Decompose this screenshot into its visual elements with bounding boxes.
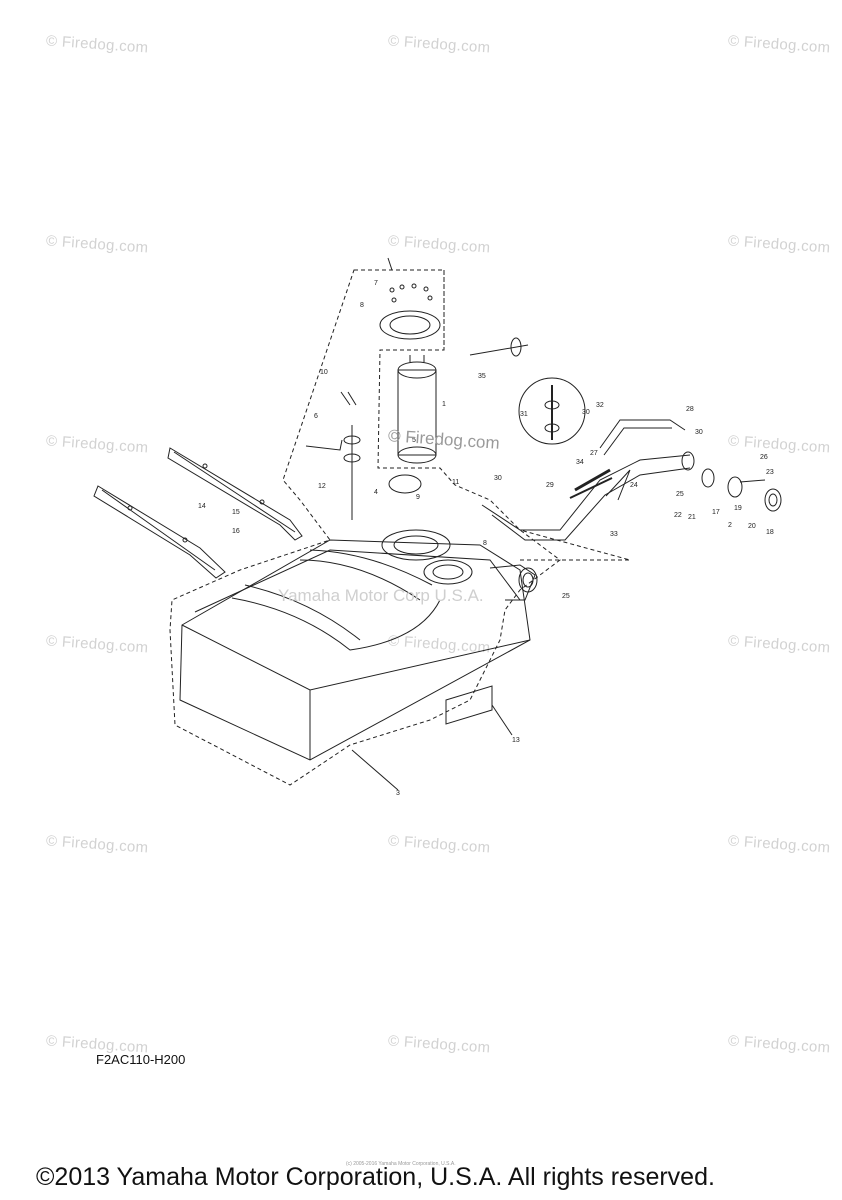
callout-number: 23 <box>766 469 774 476</box>
callout-number: 1 <box>442 401 446 408</box>
detail-circle <box>518 377 586 445</box>
callout-number: 14 <box>198 503 206 510</box>
callout-number: 16 <box>232 528 240 535</box>
callout-number: 21 <box>688 514 696 521</box>
callout-number: 24 <box>630 482 638 489</box>
fuel-tank <box>179 539 531 761</box>
callout-number: 34 <box>576 459 584 466</box>
callout-number: 10 <box>320 369 328 376</box>
callout-number: 26 <box>760 454 768 461</box>
gasket <box>388 474 422 494</box>
callout-number: 30 <box>582 409 590 416</box>
callout-number: 32 <box>596 402 604 409</box>
callout-number: 28 <box>686 406 694 413</box>
callout-number: 29 <box>546 482 554 489</box>
callout-number: 2 <box>728 522 732 529</box>
filler-hose <box>481 454 691 531</box>
callout-number: 19 <box>734 505 742 512</box>
warning-label-plate <box>445 685 493 725</box>
callout-number: 6 <box>314 413 318 420</box>
callout-number: 7 <box>374 280 378 287</box>
copyright-footer: ©2013 Yamaha Motor Corporation, U.S.A. A… <box>36 1163 715 1191</box>
callout-number: 30 <box>695 429 703 436</box>
callout-number: 22 <box>674 512 682 519</box>
retainer-ring <box>379 310 441 340</box>
callout-number: 12 <box>318 483 326 490</box>
callout-number: 8 <box>360 302 364 309</box>
assembly-outline <box>169 269 561 786</box>
callout-number: 18 <box>766 529 774 536</box>
callout-number: 25 <box>676 491 684 498</box>
callout-number: 8 <box>483 540 487 547</box>
small-print: (c) 2005-2016 Yamaha Motor Corporation, … <box>346 1161 456 1167</box>
support-rail <box>93 485 226 579</box>
callout-number: 3 <box>396 790 400 797</box>
corp-watermark: Yamaha Motor Corp U.S.A. <box>278 586 484 605</box>
callout-number: 25 <box>562 593 570 600</box>
callout-number: 31 <box>520 411 528 418</box>
diagram-code: F2AC110-H200 <box>96 1052 186 1067</box>
callout-number: 15 <box>232 509 240 516</box>
callout-number: 35 <box>478 373 486 380</box>
callout-number: 27 <box>590 450 598 457</box>
callout-number: 33 <box>610 531 618 538</box>
callout-number: 9 <box>416 494 420 501</box>
callout-number: 5 <box>412 437 416 444</box>
callout-number: 17 <box>712 509 720 516</box>
callout-labels: 7 8 1 10 6 12 4 5 14 15 16 3 13 9 11 30 … <box>198 280 774 797</box>
callout-number: 4 <box>374 489 378 496</box>
callout-number: 30 <box>494 475 502 482</box>
callout-number: 13 <box>512 737 520 744</box>
callout-number: 20 <box>748 523 756 530</box>
callout-number: 11 <box>452 479 459 486</box>
